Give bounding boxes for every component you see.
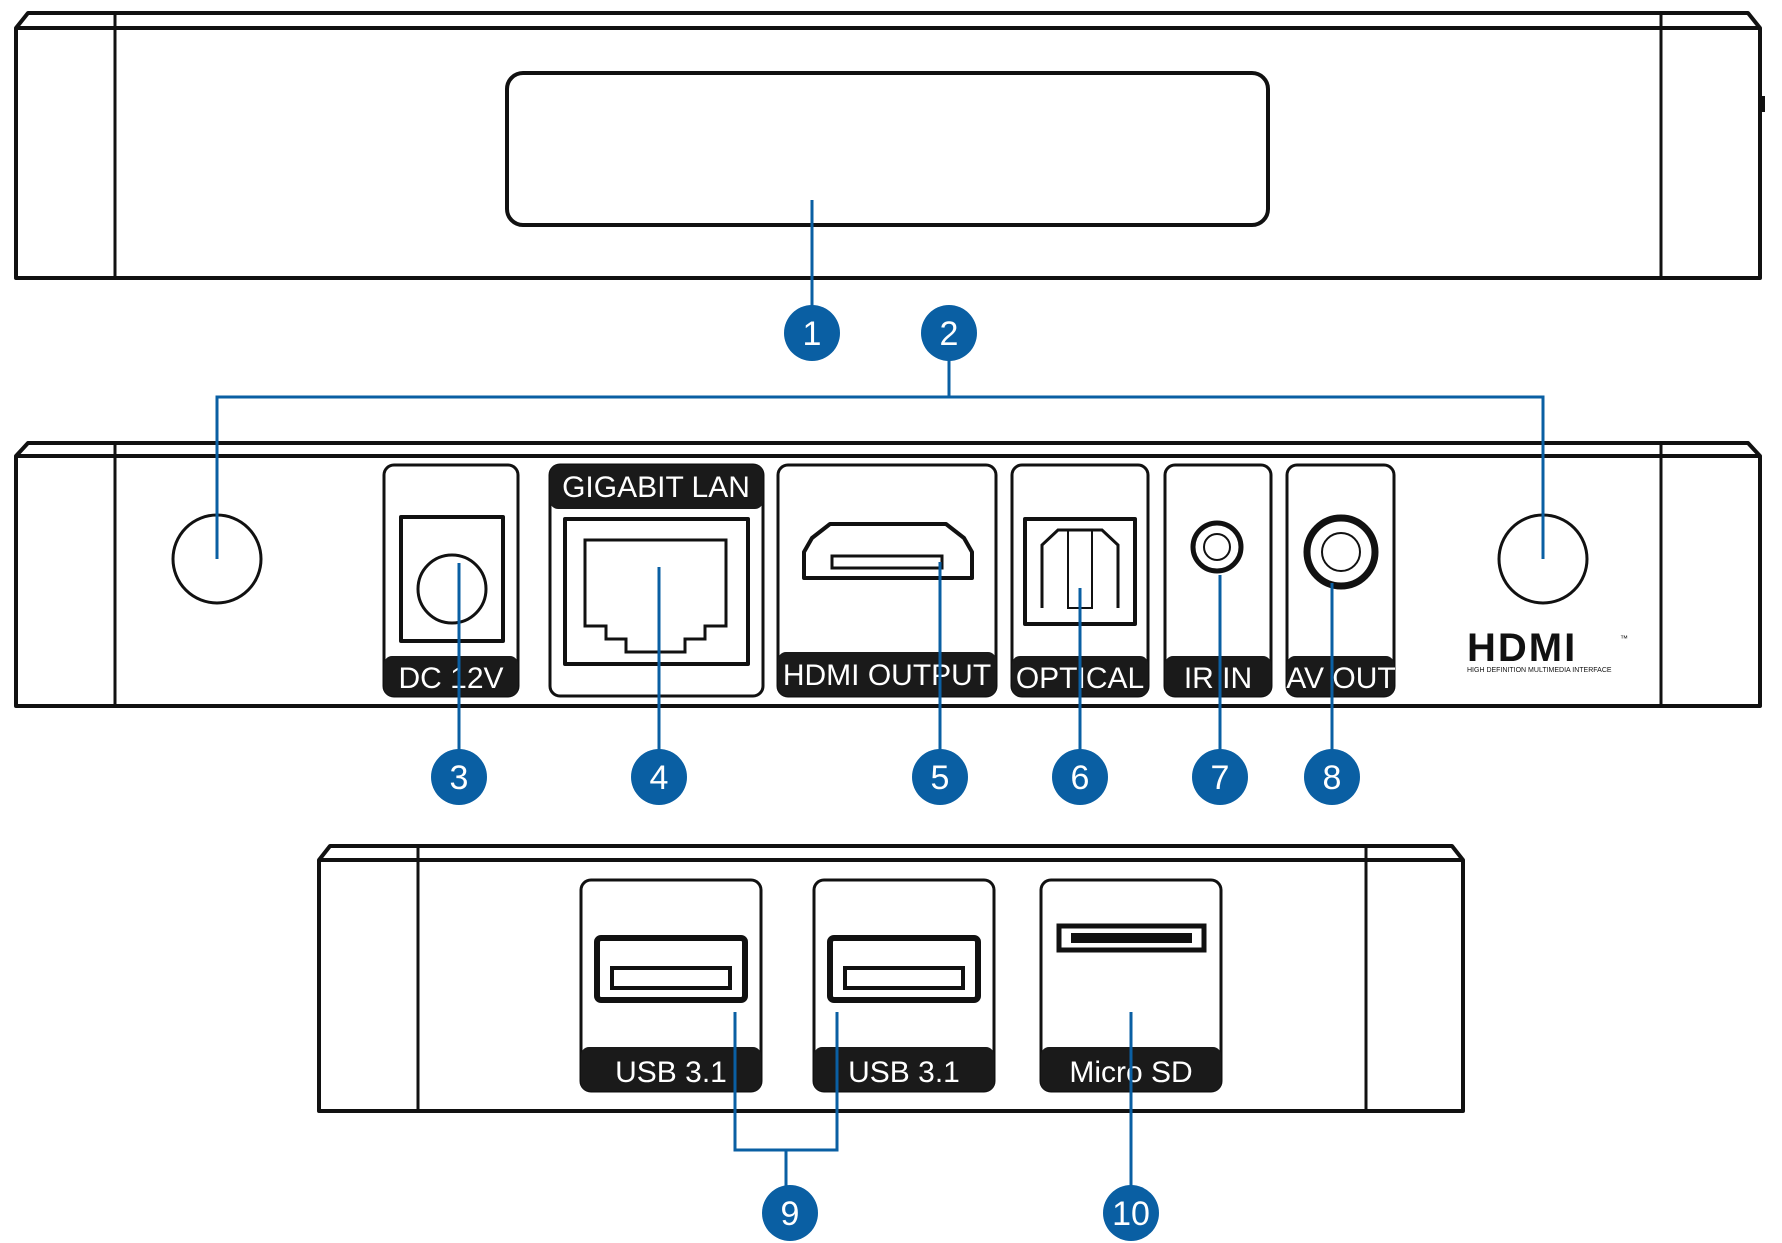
- hdmi-port-label: HDMI OUTPUT: [783, 659, 991, 692]
- svg-text:6: 6: [1071, 759, 1090, 797]
- svg-text:8: 8: [1323, 759, 1342, 797]
- front-view: [14, 11, 1765, 280]
- hdmi-port-panel: HDMI OUTPUT: [776, 463, 998, 698]
- svg-text:10: 10: [1112, 1195, 1150, 1233]
- callout-9: 9: [762, 1185, 818, 1241]
- callout-2: 2: [921, 305, 977, 361]
- ir-port-panel: IR IN: [1163, 463, 1273, 698]
- callout-3: 3: [431, 749, 487, 805]
- av-jack-icon: [1303, 514, 1379, 590]
- ir-port-label: IR IN: [1184, 662, 1252, 695]
- callouts: 1 2 3 4 5 6 7 8: [431, 305, 1360, 1241]
- microsd-slot-icon: [1056, 923, 1207, 953]
- svg-text:3: 3: [450, 759, 469, 797]
- svg-text:7: 7: [1211, 759, 1230, 797]
- dc-port-label: DC 12V: [398, 662, 503, 695]
- av-port-label: AV OUT: [1286, 662, 1395, 695]
- dc-jack-icon: [416, 553, 488, 625]
- callout-7: 7: [1192, 749, 1248, 805]
- av-port-panel: AV OUT: [1285, 463, 1396, 698]
- callout-8: 8: [1304, 749, 1360, 805]
- callout-4: 4: [631, 749, 687, 805]
- svg-text:2: 2: [940, 315, 959, 353]
- callout-6: 6: [1052, 749, 1108, 805]
- svg-text:1: 1: [803, 315, 822, 353]
- usb-port-label-1: USB 3.1: [615, 1056, 727, 1089]
- side-view: USB 3.1 USB 3.1 Micro SD: [317, 844, 1465, 1113]
- usb-port-panel-2: USB 3.1: [812, 878, 996, 1093]
- ir-jack-icon: [1190, 520, 1244, 574]
- hdmi-socket-icon: [802, 522, 974, 580]
- leader-lines: [215, 200, 1545, 1186]
- usb-port-label-2: USB 3.1: [848, 1056, 960, 1089]
- lan-port-panel: GIGABIT LAN: [548, 463, 765, 698]
- optical-port-panel: OPTICAL: [1010, 463, 1150, 698]
- hdmi-logo: HDMI ™ HIGH DEFINITION MULTIMEDIA INTERF…: [1467, 626, 1628, 674]
- rj45-socket-icon: [583, 538, 728, 654]
- svg-text:5: 5: [931, 759, 950, 797]
- hdmi-logo-subtitle: HIGH DEFINITION MULTIMEDIA INTERFACE: [1467, 667, 1612, 674]
- usb-port-panel-1: USB 3.1: [579, 878, 763, 1093]
- callout-10: 10: [1103, 1185, 1159, 1241]
- callout-5: 5: [912, 749, 968, 805]
- hdmi-logo-tm: ™: [1620, 634, 1628, 643]
- svg-text:9: 9: [781, 1195, 800, 1233]
- dc-port-panel: DC 12V: [382, 463, 520, 698]
- front-display-window: [505, 71, 1270, 227]
- usb-socket-icon: [827, 935, 981, 1003]
- hdmi-logo-text: HDMI: [1467, 626, 1577, 670]
- lan-port-label: GIGABIT LAN: [562, 471, 750, 504]
- svg-text:4: 4: [650, 759, 669, 797]
- usb-socket-icon: [594, 935, 748, 1003]
- back-view: DC 12V GIGABIT LAN HDMI OUTPUT OPTICAL: [14, 441, 1762, 708]
- callout-1: 1: [784, 305, 840, 361]
